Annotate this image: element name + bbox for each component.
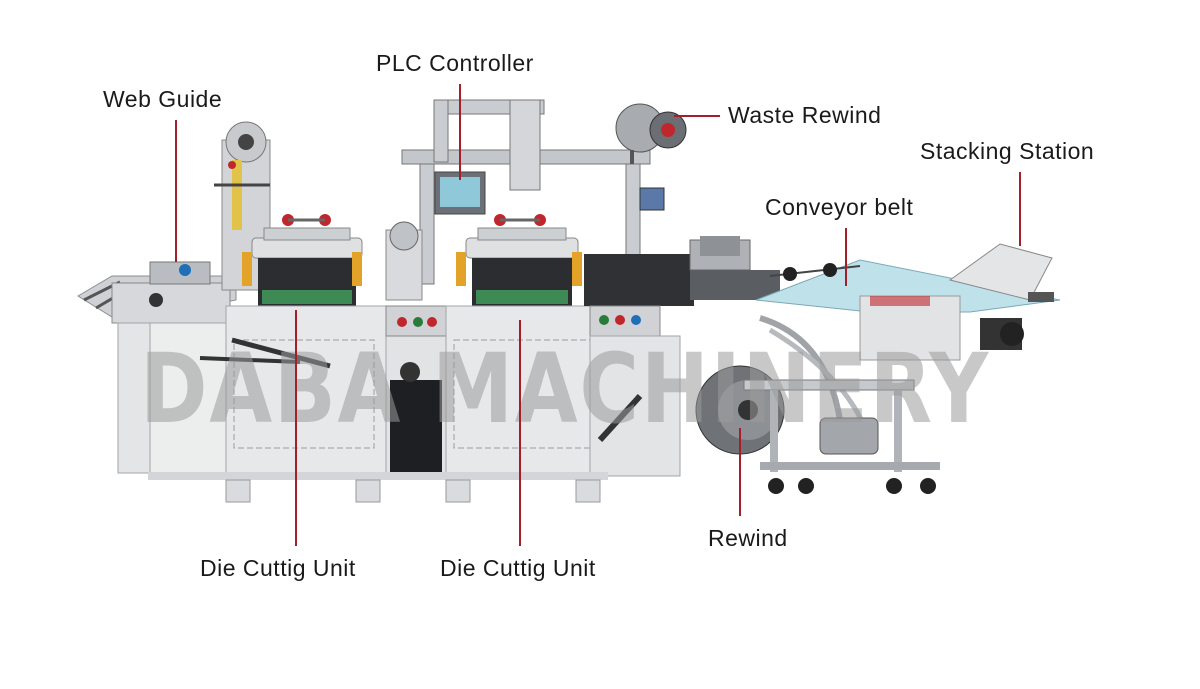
label-web-guide: Web Guide xyxy=(103,86,223,112)
conveyor-section xyxy=(689,236,1061,361)
machine-feet xyxy=(148,472,608,503)
callout-lines xyxy=(175,84,1021,546)
rewind-cart xyxy=(743,379,940,494)
stacking-unit xyxy=(948,243,1054,350)
label-stacking-station: Stacking Station xyxy=(920,138,1095,164)
waste-rewind-motor xyxy=(615,103,687,164)
label-plc-controller: PLC Controller xyxy=(376,50,534,76)
die-cutting-unit-2-body xyxy=(445,214,603,477)
center-console xyxy=(385,221,449,477)
label-rewind: Rewind xyxy=(708,525,788,551)
label-die-cutting-unit-2: Die Cuttig Unit xyxy=(440,555,596,581)
label-die-cutting-unit-1: Die Cuttig Unit xyxy=(200,555,356,581)
right-console xyxy=(584,187,694,477)
die-cutting-unit-1-body xyxy=(199,214,387,477)
label-waste-rewind: Waste Rewind xyxy=(728,102,882,128)
plc-gantry xyxy=(401,99,651,285)
label-conveyor-belt: Conveyor belt xyxy=(765,194,914,220)
watermark-text: DABA MACHINERY xyxy=(140,333,990,445)
